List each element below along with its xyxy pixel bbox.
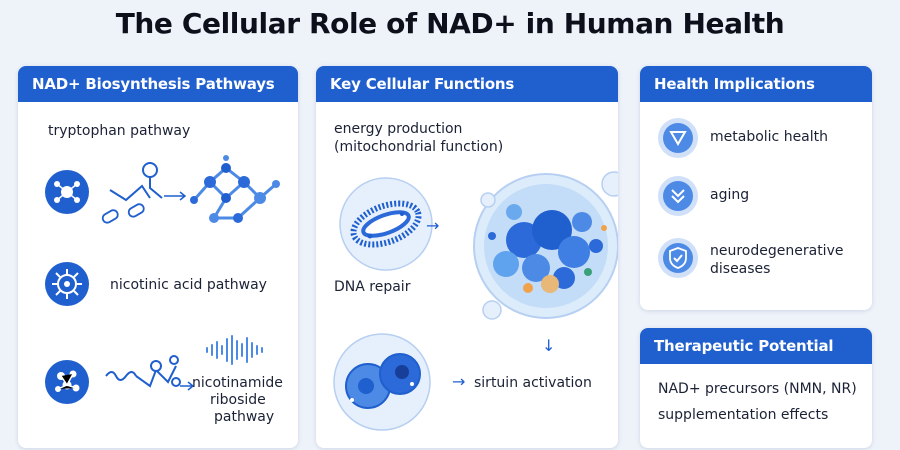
health-item-diseases: diseases [710, 261, 771, 277]
page-title: The Cellular Role of NAD+ in Human Healt… [115, 7, 785, 40]
therapeutic-panel: Therapeutic Potential NAD+ precursors (N… [640, 328, 872, 448]
molecule-network-glyph [54, 181, 80, 203]
therapeutic-line-2: supplementation effects [658, 407, 829, 423]
atom-ring-icon [45, 262, 89, 306]
double-chevron-glyph [671, 189, 685, 204]
dividing-cell-illustration [333, 333, 431, 431]
double-chevron-icon [658, 176, 698, 216]
molecule-cluster-glyph [55, 370, 80, 392]
biosynthesis-panel: NAD+ Biosynthesis Pathways tryptophan pa… [18, 66, 298, 448]
nicotinamide-label: nicotinamide [192, 375, 283, 391]
shield-check-glyph [669, 247, 687, 269]
shield-chevron-glyph [669, 131, 687, 146]
riboside-structure-illustration [105, 355, 195, 391]
dna-repair-label: DNA repair [334, 279, 411, 295]
arrow-down: ↓ [542, 336, 556, 355]
molecule-network-icon [45, 170, 89, 214]
molecule-cluster-icon [45, 360, 89, 404]
cell-cluster-illustration [473, 171, 618, 320]
health-item-neurodegenerative: neurodegenerative [710, 243, 844, 259]
sirtuin-activation-label: sirtuin activation [474, 375, 592, 391]
arrow-right-1: → [426, 216, 440, 235]
health-item-metabolic: metabolic health [710, 129, 829, 145]
functions-panel: Key Cellular Functions energy production… [316, 66, 618, 448]
functions-header: Key Cellular Functions [316, 66, 618, 102]
signal-wave-illustration [206, 335, 263, 365]
biosynthesis-header: NAD+ Biosynthesis Pathways [18, 66, 298, 102]
energy-production-label: energy production [334, 121, 463, 137]
mitochondrial-function-label: (mitochondrial function) [334, 139, 504, 155]
health-header: Health Implications [640, 66, 872, 102]
pathway-label: pathway [214, 409, 275, 425]
shield-check-icon [658, 238, 698, 278]
tryptophan-structure-illustration [101, 155, 280, 224]
tryptophan-label: tryptophan pathway [48, 123, 191, 139]
mitochondria-illustration [339, 177, 433, 271]
therapeutic-line-1: NAD+ precursors (NMN, NR) [658, 381, 857, 397]
arrow-right-2: → [452, 372, 466, 391]
therapeutic-header: Therapeutic Potential [640, 328, 872, 364]
health-panel: Health Implications metabolic health agi… [640, 66, 872, 310]
shield-chevron-icon [658, 118, 698, 158]
health-item-aging: aging [710, 187, 750, 203]
nicotinic-acid-label: nicotinic acid pathway [110, 277, 267, 293]
riboside-label: riboside [210, 392, 266, 408]
atom-ring-glyph [52, 269, 82, 299]
